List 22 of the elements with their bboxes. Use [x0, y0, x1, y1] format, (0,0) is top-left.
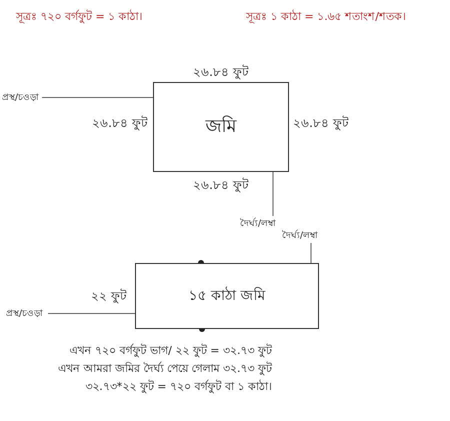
- plot-label: জমি: [206, 114, 236, 138]
- leader-label: দৈর্ঘ্য/লম্বা: [240, 216, 276, 231]
- leader-label: দৈর্ঘ্য/লম্বা: [282, 228, 318, 243]
- land-plot-box: [135, 263, 319, 329]
- dimension-label: ২৬.৮৪ ফুট: [92, 114, 148, 132]
- dimension-label: ২২ ফুট: [91, 288, 127, 306]
- calculation-note: এখন আমরা জমির দৈর্ঘ্য পেয়ে গেলাম ৩২.৭৩ ফুট: [58, 360, 272, 378]
- dimension-label: ২৬.৮৪ ফুট: [193, 64, 249, 82]
- calculation-note: এখন ৭২০ বর্গফুট ভাগ/ ২২ ফুট = ৩২.৭৩ ফুট: [70, 342, 272, 360]
- dimension-label: ২৬.৮৪ ফুট: [193, 176, 249, 194]
- calculation-note: ৩২.৭৩*২২ ফুট = ৭২০ বর্গফুট বা ১ কাঠা।: [85, 378, 272, 396]
- dimension-label: ২৬.৮৪ ফুট: [293, 114, 349, 132]
- leader-line: [310, 242, 312, 264]
- leader-line: [48, 313, 136, 314]
- land-plot-box: [153, 82, 289, 172]
- leader-line: [272, 172, 274, 216]
- leader-label: প্রস্থ/চওড়া: [2, 90, 40, 105]
- plot-label: ১৫ কাঠা জমি: [188, 286, 266, 306]
- formula-note: সূত্রঃ ১ কাঠা = ১.৬৫ শতাংশ/শতক।: [246, 8, 406, 26]
- leader-line: [42, 97, 154, 98]
- formula-note: সূত্রঃ ৭২০ বর্গফুট = ১ কাঠা।: [16, 8, 143, 26]
- leader-label: প্রস্থ/চওড়া: [6, 306, 44, 321]
